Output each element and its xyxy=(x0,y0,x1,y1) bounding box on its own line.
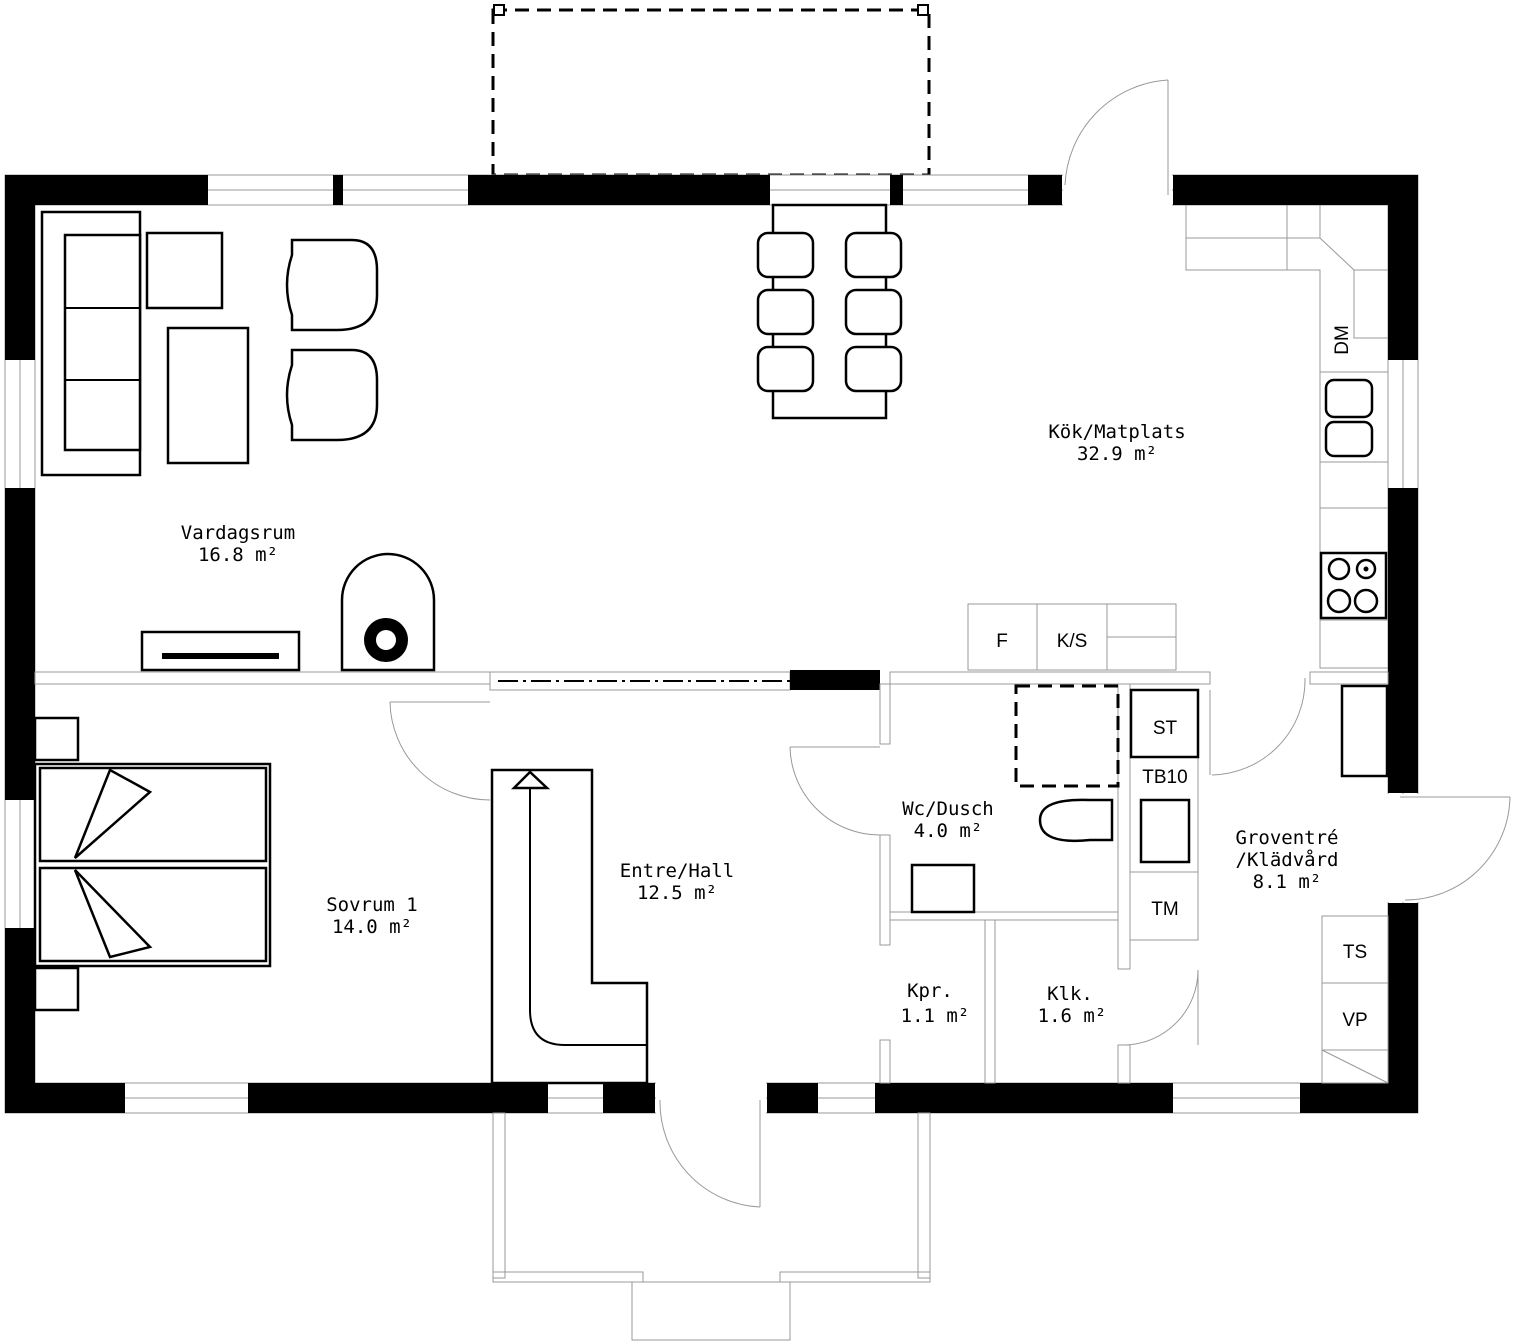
appliance-st xyxy=(1129,688,1200,759)
tb10-icon xyxy=(1139,798,1191,864)
room-name-klk: Klk. xyxy=(1047,983,1093,1005)
armchair xyxy=(285,238,379,332)
post-marker xyxy=(917,4,929,16)
room-name-sovrum: Sovrum 1 xyxy=(326,894,418,916)
room-area-sovrum: 14.0 m² xyxy=(332,916,412,938)
kitchen-cabinets xyxy=(967,205,1388,671)
room-name-kpr: Kpr. xyxy=(907,980,953,1002)
coat-rack-icon xyxy=(1340,684,1389,778)
beds xyxy=(33,716,272,1012)
room-area-klk: 1.6 m² xyxy=(1038,1005,1107,1027)
sofa xyxy=(40,210,224,477)
room-area-kpr: 1.1 m² xyxy=(901,1005,970,1027)
room-name-groventre: Groventré xyxy=(1236,827,1339,849)
appliance-label-vp: VP xyxy=(1342,1010,1367,1031)
room-name2-groventre: /Klädvård xyxy=(1236,848,1339,871)
room-name-kok: Kök/Matplats xyxy=(1048,421,1185,443)
tv-bench xyxy=(140,630,301,672)
washbasin-icon xyxy=(910,863,976,914)
appliance-label-tb10: TB10 xyxy=(1142,767,1187,788)
room-area-groventre: 8.1 m² xyxy=(1253,871,1322,893)
sink-icon xyxy=(1324,378,1374,458)
room-name-entre: Entre/Hall xyxy=(620,860,734,882)
doors[interactable] xyxy=(389,79,1511,1208)
room-name-vardagsrum: Vardagsrum xyxy=(181,522,295,544)
room-area-vardagsrum: 16.8 m² xyxy=(198,544,278,566)
dining-chairs xyxy=(756,231,903,393)
toilet-icon xyxy=(1038,798,1114,842)
appliance-label-ts: TS xyxy=(1343,942,1367,963)
room-area-kok: 32.9 m² xyxy=(1077,443,1157,465)
wardrobe xyxy=(490,768,649,1085)
porch xyxy=(492,1112,931,1341)
coffee-table xyxy=(166,326,250,465)
room-area-entre: 12.5 m² xyxy=(637,882,717,904)
arrow-icon xyxy=(510,770,551,790)
post-marker xyxy=(493,4,505,16)
appliance-label-ks: K/S xyxy=(1057,631,1088,652)
stove-icon xyxy=(1319,551,1388,620)
exterior-walls xyxy=(4,174,1419,1114)
appliance-label-tm: TM xyxy=(1151,899,1178,920)
appliance-label-st: ST xyxy=(1153,718,1178,739)
shower-area xyxy=(1014,684,1120,788)
tv-icon xyxy=(162,653,279,659)
appliance-label-dm: DM xyxy=(1332,325,1353,355)
armchair xyxy=(285,348,379,442)
terrace-outline xyxy=(491,8,931,177)
room-area-wc: 4.0 m² xyxy=(914,820,983,842)
appliance-label-f: F xyxy=(996,631,1008,652)
room-name-wc: Wc/Dusch xyxy=(902,798,994,820)
wardrobe-line xyxy=(529,785,647,1046)
interior-walls xyxy=(34,670,1389,1084)
